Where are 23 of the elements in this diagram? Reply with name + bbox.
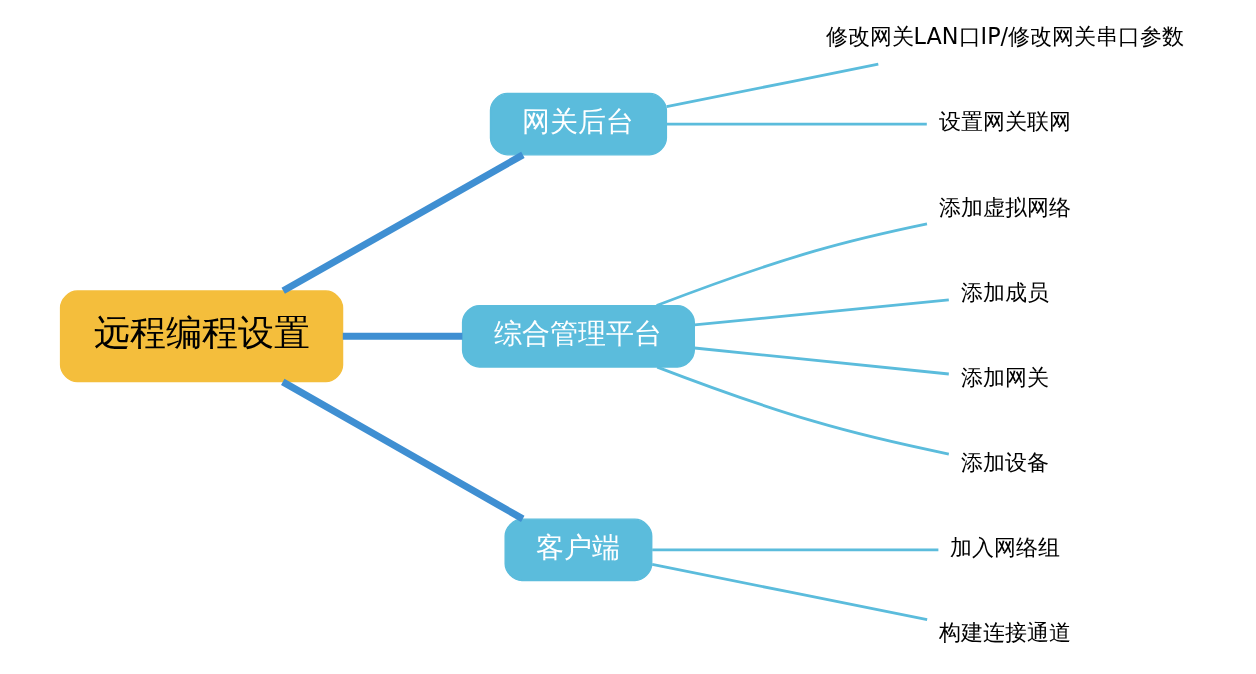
connector	[651, 563, 928, 622]
node-box: 网关后台	[489, 92, 668, 156]
node-text: 设置网关联网	[938, 108, 1071, 135]
connector	[652, 548, 939, 552]
node-text: 修改网关LAN口IP/修改网关串口参数	[825, 23, 1185, 50]
connector	[694, 346, 949, 376]
connector	[656, 365, 950, 456]
node-text: 加入网络组	[949, 534, 1060, 561]
node-text: 添加设备	[960, 449, 1049, 476]
node-text: 添加网关	[960, 363, 1049, 390]
connector	[666, 122, 927, 126]
connector	[281, 151, 525, 294]
node-box: 客户端	[504, 518, 653, 582]
node-text: 添加成员	[960, 278, 1049, 305]
connector	[281, 378, 525, 522]
node-text: 添加虚拟网络	[938, 193, 1071, 220]
node-box: 综合管理平台	[461, 304, 695, 368]
node-box: 远程编程设置	[59, 290, 344, 383]
connector	[342, 332, 463, 340]
connector	[694, 298, 949, 327]
node-text: 构建连接通道	[938, 619, 1071, 646]
connector	[666, 62, 879, 109]
connector	[656, 222, 928, 307]
